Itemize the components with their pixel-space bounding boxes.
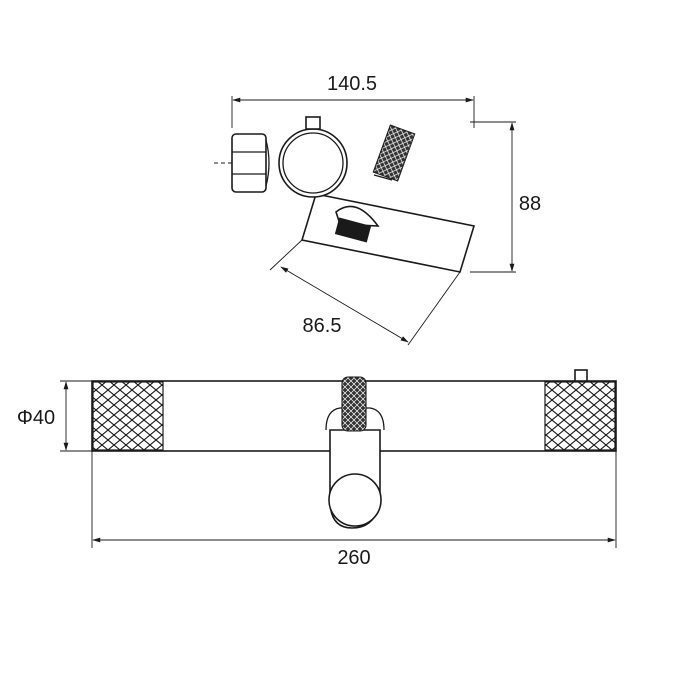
center-knob: [341, 376, 367, 432]
dimension-diameter: Φ40: [17, 407, 55, 429]
left-knurled-handle: [92, 381, 164, 451]
top-pin: [574, 369, 588, 382]
front-view: Φ40 260: [17, 369, 617, 569]
dimension-line-86: [280, 266, 409, 343]
extension-line: [269, 239, 303, 271]
dimension-88: 88: [519, 193, 541, 215]
right-knurled-handle: [544, 381, 616, 451]
mixer-body: [278, 116, 476, 273]
center-spout: [325, 376, 385, 529]
dimension-86-5: 86.5: [303, 315, 342, 337]
dimension-260: 260: [337, 547, 370, 569]
extension-line: [407, 271, 461, 346]
hex-nut-inlet: [214, 133, 270, 193]
dimension-140-5: 140.5: [327, 73, 377, 95]
temperature-knob-top: [372, 124, 416, 182]
top-view: 140.5 88 86: [214, 73, 541, 346]
